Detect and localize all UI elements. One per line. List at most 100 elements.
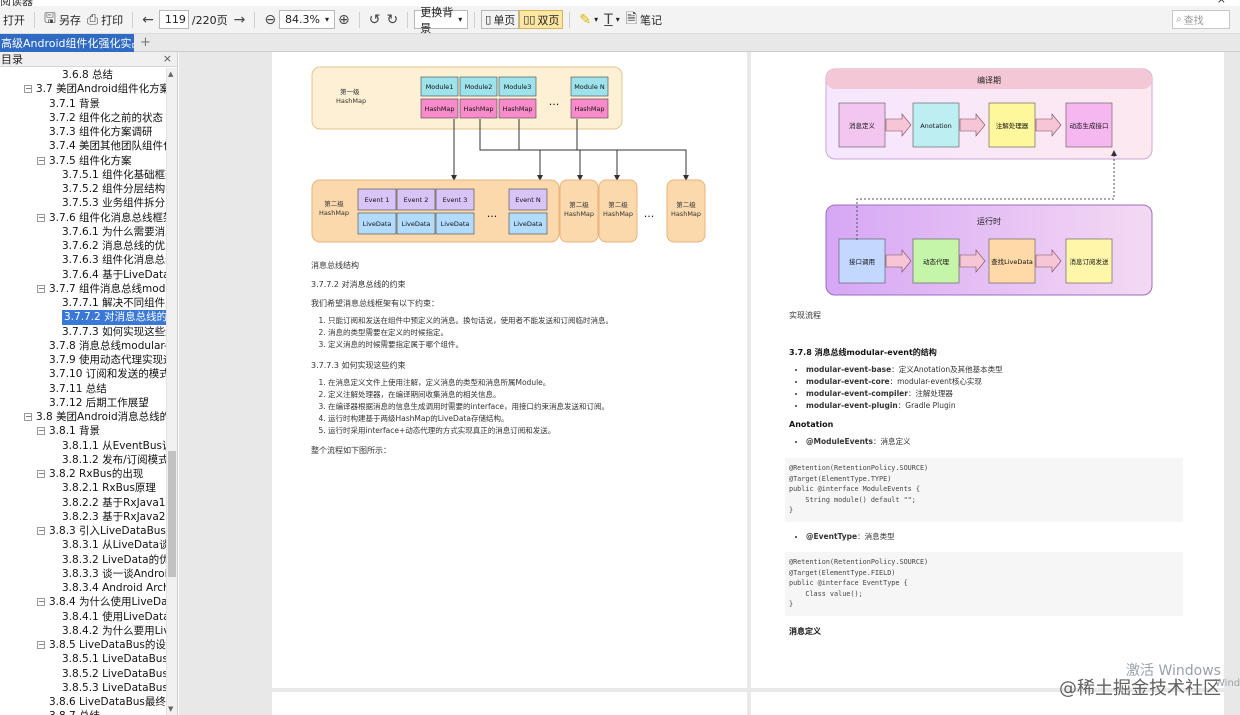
- toc-item[interactable]: 3.7.1 背景: [0, 97, 166, 111]
- zoom-out-button[interactable]: ⊖: [261, 9, 279, 31]
- collapse-icon[interactable]: −: [37, 155, 45, 165]
- collapse-icon[interactable]: −: [37, 597, 45, 607]
- toc-item[interactable]: 3.8.4.2 为什么要用LiveDat: [0, 624, 166, 638]
- toc-item[interactable]: 3.8.2.3 基于RxJava2的RxB: [0, 510, 166, 524]
- toc-item[interactable]: 3.8.5.1 LiveDataBus的组成: [0, 652, 166, 666]
- toc-item[interactable]: 3.8.5.3 LiveDataBus的实现: [0, 681, 166, 695]
- toc-item[interactable]: 3.7.9 使用动态代理实现运行时: [0, 353, 166, 367]
- toc-item[interactable]: 3.6.8 总结: [0, 68, 166, 82]
- toc-item[interactable]: 3.8.2.2 基于RxJava1的RxB: [0, 496, 166, 510]
- toc-item-label: 3.7.10 订阅和发送的模式: [49, 368, 166, 381]
- event-label: Event N: [515, 196, 541, 204]
- toc-item[interactable]: −3.7.6 组件化消息总线框架mod: [0, 211, 166, 225]
- flow-box: [838, 102, 886, 148]
- collapse-icon[interactable]: −: [37, 283, 45, 293]
- collapse-icon[interactable]: −: [24, 412, 32, 421]
- flow-box: [912, 238, 960, 284]
- event-label: Event 1: [365, 196, 390, 204]
- toc-item[interactable]: −3.8.2 RxBus的出现: [0, 467, 166, 481]
- print-button[interactable]: ⎙打印: [84, 9, 126, 31]
- toc-item[interactable]: 3.8.7 总结: [0, 709, 166, 715]
- toc-item[interactable]: 3.7.12 后期工作展望: [0, 396, 166, 410]
- module-events-item: @ModuleEvents：消息定义: [793, 436, 910, 448]
- prev-page-button[interactable]: ←: [139, 9, 157, 31]
- page-left-next: [272, 692, 747, 715]
- toc-item[interactable]: 3.7.8 消息总线modular-event: [0, 339, 166, 353]
- rotate-right-button[interactable]: ↻: [384, 9, 402, 31]
- toc-item[interactable]: 3.8.4.1 使用LiveData的理由: [0, 610, 166, 624]
- runtime-title: 运行时: [977, 216, 1001, 226]
- open-button[interactable]: 打开: [0, 9, 28, 31]
- toc-item[interactable]: −3.8 美团Android消息总线的演进之: [0, 410, 166, 424]
- zoom-select[interactable]: 84.3%▾: [279, 10, 336, 29]
- toc-item[interactable]: 3.8.1.1 从EventBus说起: [0, 439, 166, 453]
- toc-item[interactable]: −3.8.3 引入LiveDataBus的想法: [0, 524, 166, 538]
- collapse-icon[interactable]: −: [37, 640, 45, 649]
- text-color-button[interactable]: T▾: [601, 9, 623, 31]
- toc-item[interactable]: −3.8.1 背景: [0, 424, 166, 438]
- toc-item[interactable]: 3.7.6.1 为什么需要消息总线: [0, 225, 166, 239]
- double-page-toggle[interactable]: ▯▯双页: [519, 10, 564, 29]
- tab-bar: 高级Android组件化强化实战 × +: [0, 34, 1240, 52]
- toc-item[interactable]: 3.8.3.2 LiveData的优点: [0, 553, 166, 567]
- toc-item[interactable]: −3.7.5 组件化方案: [0, 154, 166, 168]
- event-type-name: @EventType: [806, 532, 858, 541]
- toc-item[interactable]: −3.7.7 组件消息总线modular-e: [0, 282, 166, 296]
- tab-label: 高级Android组件化强化实战: [1, 37, 134, 50]
- zoom-in-button[interactable]: ⊕: [335, 9, 353, 31]
- toc-item[interactable]: 3.7.5.1 组件化基础框架: [0, 168, 166, 182]
- rotate-left-button[interactable]: ↺: [366, 9, 384, 31]
- toc-item[interactable]: 3.8.1.2 发布/订阅模式: [0, 453, 166, 467]
- module-box: [570, 76, 609, 97]
- toc-item[interactable]: 3.8.2.1 RxBus原理: [0, 481, 166, 495]
- close-window-button[interactable]: ×: [1217, 0, 1226, 6]
- toc-item[interactable]: 3.7.6.3 组件化消息总线的设: [0, 253, 166, 267]
- toc-item-label: 3.7.6.4 基于LiveData的消息: [62, 268, 166, 281]
- toc-item[interactable]: 3.8.3.4 Android Architect: [0, 581, 166, 595]
- collapse-icon[interactable]: −: [37, 426, 45, 436]
- scroll-up-icon[interactable]: ▲: [168, 70, 174, 78]
- toc-item[interactable]: 3.7.5.2 组件分层结构: [0, 182, 166, 196]
- single-page-toggle[interactable]: ▯单页: [481, 10, 520, 29]
- next-page-button[interactable]: →: [231, 9, 249, 31]
- toc-item[interactable]: 3.8.6 LiveDataBus最终实现: [0, 695, 166, 709]
- toc-item[interactable]: 3.7.5.3 业务组件拆分: [0, 196, 166, 210]
- toc-item[interactable]: 3.7.4 美团其他团队组件化方案: [0, 139, 166, 153]
- toc-item[interactable]: −3.8.4 为什么使用LiveData构建: [0, 595, 166, 609]
- toc-item[interactable]: −3.7 美团Android组件化方案及组件: [0, 82, 166, 96]
- toc-item[interactable]: 3.7.6.2 消息总线的优点和: [0, 239, 166, 253]
- collapse-icon[interactable]: −: [37, 212, 45, 222]
- collapse-icon[interactable]: −: [24, 84, 32, 94]
- site-watermark: @稀土掘金技术社区: [1059, 678, 1221, 699]
- toc-item[interactable]: −3.8.5 LiveDataBus的设计和架: [0, 638, 166, 652]
- toc-item[interactable]: 3.7.3 组件化方案调研: [0, 125, 166, 139]
- toc-item[interactable]: 3.7.10 订阅和发送的模式: [0, 367, 166, 381]
- heading-378: 3.7.8 消息总线modular-event的结构: [789, 348, 937, 357]
- background-select[interactable]: 更换背景▾: [414, 6, 469, 35]
- collapse-icon[interactable]: −: [37, 469, 45, 478]
- toc-item[interactable]: 3.8.3.1 从LiveData谈起: [0, 538, 166, 552]
- toc-item[interactable]: 3.7.2 组件化之前的状态: [0, 111, 166, 125]
- structure-item: modular-event-base：定义Anotation及其他基本类型: [806, 364, 1003, 376]
- save-as-button[interactable]: 🖫另存: [41, 9, 84, 31]
- toc-scrollbar[interactable]: ▲ ▼: [166, 68, 177, 715]
- scroll-thumb[interactable]: [168, 451, 176, 577]
- toc-item[interactable]: 3.8.5.2 LiveDataBus原理图: [0, 667, 166, 681]
- highlight-button[interactable]: ✎▾: [576, 9, 601, 31]
- toc-item[interactable]: 3.7.6.4 基于LiveData的消息: [0, 268, 166, 282]
- tab-document[interactable]: 高级Android组件化强化实战 ×: [0, 34, 134, 52]
- notes-button[interactable]: 🗎笔记: [623, 9, 665, 31]
- close-toc-icon[interactable]: ×: [162, 52, 172, 65]
- add-tab-button[interactable]: +: [140, 35, 151, 50]
- toc-item[interactable]: 3.8.3.3 谈一谈Android Ar: [0, 567, 166, 581]
- toc-item[interactable]: 3.7.7.1 解决不同组件定义了: [0, 296, 166, 310]
- search-input[interactable]: ⌕查找: [1172, 10, 1230, 29]
- toc-item-selected[interactable]: 3.7.7.2 对消息总线的约束: [0, 310, 166, 325]
- flow-box: [988, 238, 1036, 284]
- page-number-input[interactable]: 119: [158, 10, 189, 29]
- collapse-icon[interactable]: −: [37, 526, 45, 535]
- toc-item[interactable]: 3.7.11 总结: [0, 382, 166, 396]
- toc-item[interactable]: 3.7.7.3 如何实现这些约束: [0, 325, 166, 339]
- scroll-down-icon[interactable]: ▼: [168, 705, 174, 713]
